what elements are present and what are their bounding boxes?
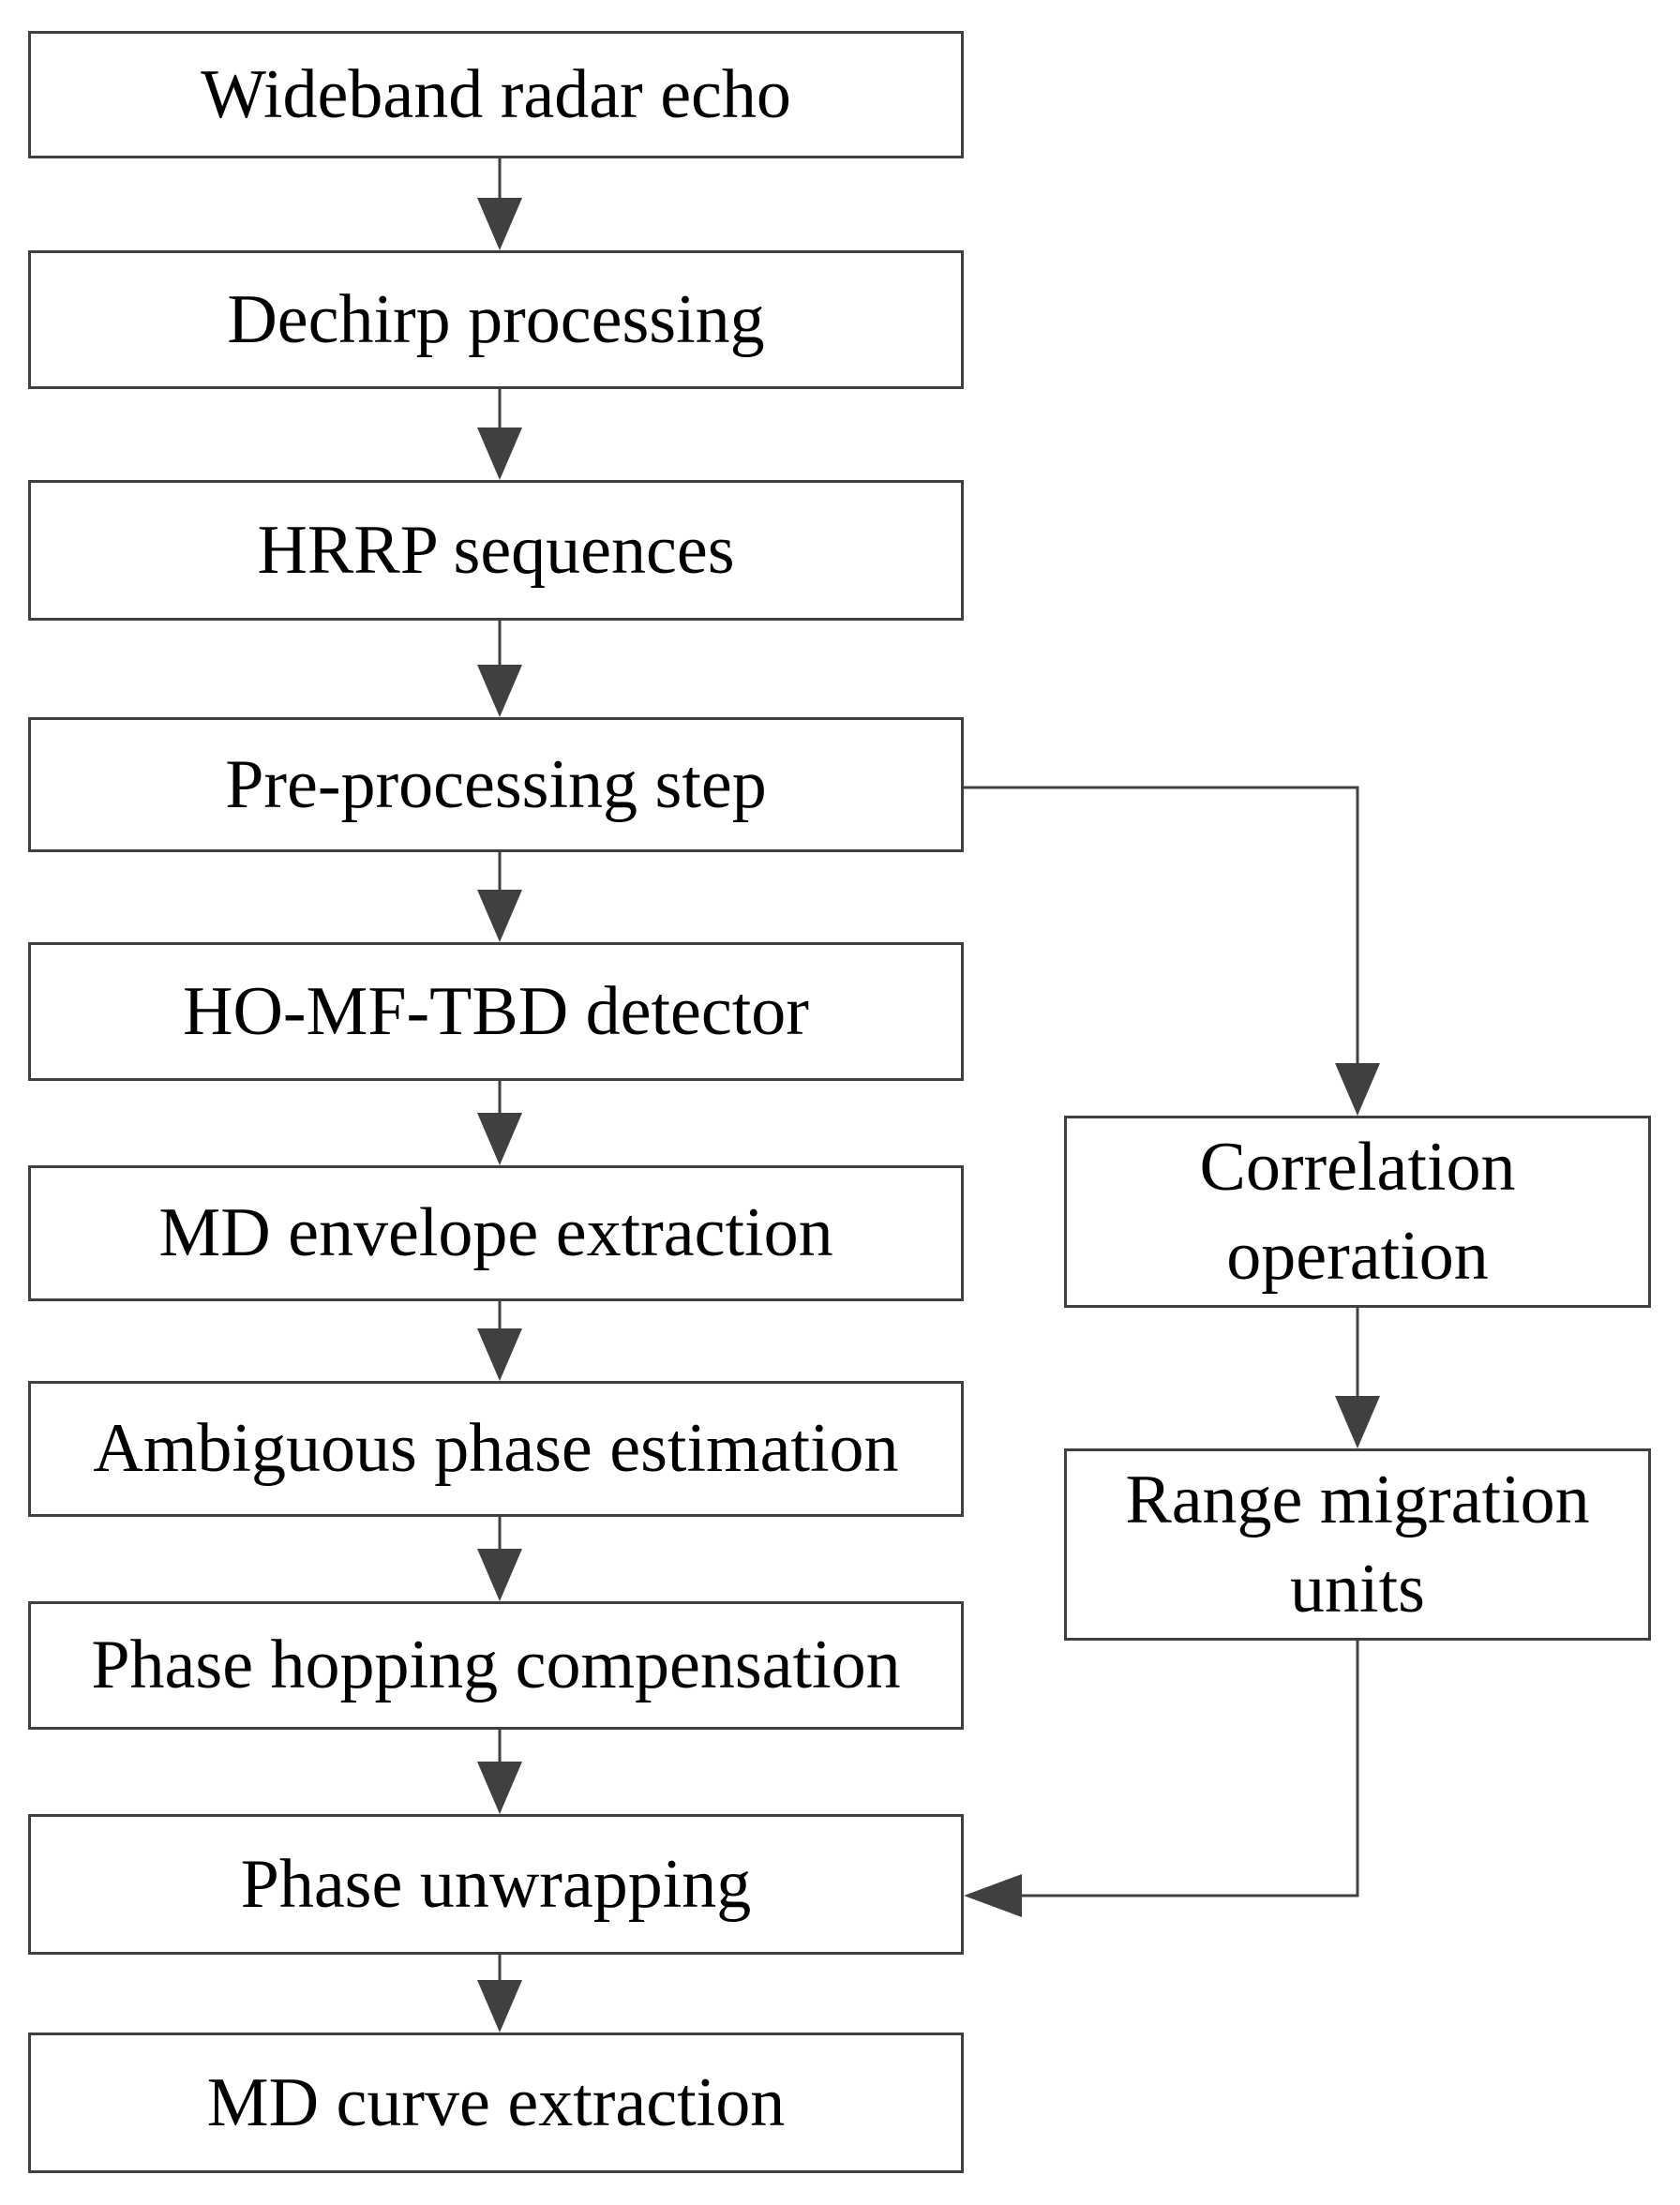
step-label: Wideband radar echo: [201, 55, 791, 133]
step-label: MD curve extraction: [206, 2063, 786, 2141]
step-label: HO-MF-TBD detector: [183, 972, 809, 1050]
step-label-line-2: units: [1290, 1550, 1425, 1628]
arrowhead-correlation-to-range: [1335, 1396, 1380, 1448]
step-label-line-1: Range migration: [1125, 1461, 1590, 1538]
flow-arrowhead-1: [477, 198, 522, 250]
step-label: Phase unwrapping: [240, 1845, 752, 1923]
step-label: MD envelope extraction: [158, 1194, 833, 1272]
step-label: Phase hopping compensation: [91, 1627, 901, 1704]
step-phase-hopping-compensation: Phase hopping compensation: [28, 1601, 964, 1730]
branch-arrowhead-to-correlation: [1335, 1063, 1380, 1116]
step-label-line-1: Correlation: [1199, 1128, 1516, 1206]
step-md-envelope-extraction: MD envelope extraction: [28, 1165, 964, 1301]
step-dechirp-processing: Dechirp processing: [28, 250, 964, 389]
return-line-to-phase-unwrapping: [1017, 1641, 1359, 1898]
step-ambiguous-phase-estimation: Ambiguous phase estimation: [28, 1381, 964, 1517]
step-label: Pre-processing step: [225, 745, 767, 823]
step-md-curve-extraction: MD curve extraction: [28, 2032, 964, 2173]
step-pre-processing-step: Pre-processing step: [28, 717, 964, 852]
flow-arrowhead-8: [477, 1762, 522, 1814]
flow-arrowhead-3: [477, 665, 522, 717]
flow-arrowhead-5: [477, 1113, 522, 1165]
flow-arrowhead-2: [477, 428, 522, 480]
flow-arrowhead-6: [477, 1328, 522, 1381]
step-hrrp-sequences: HRRP sequences: [28, 480, 964, 621]
flow-arrowhead-9: [477, 1980, 522, 2032]
return-arrowhead-to-phase-unwrapping: [964, 1874, 1022, 1917]
flow-arrowhead-7: [477, 1549, 522, 1601]
flow-arrowhead-4: [477, 890, 522, 942]
step-range-migration-units: Range migration units: [1064, 1448, 1651, 1641]
step-phase-unwrapping: Phase unwrapping: [28, 1814, 964, 1955]
step-wideband-radar-echo: Wideband radar echo: [28, 31, 964, 158]
step-label: Dechirp processing: [227, 280, 765, 358]
step-label-line-2: operation: [1226, 1217, 1489, 1295]
branch-line-to-correlation: [964, 786, 1359, 1069]
step-label: Ambiguous phase estimation: [93, 1410, 899, 1488]
step-correlation-operation: Correlation operation: [1064, 1116, 1651, 1308]
step-ho-mf-tbd-detector: HO-MF-TBD detector: [28, 942, 964, 1081]
step-label: HRRP sequences: [257, 511, 735, 589]
